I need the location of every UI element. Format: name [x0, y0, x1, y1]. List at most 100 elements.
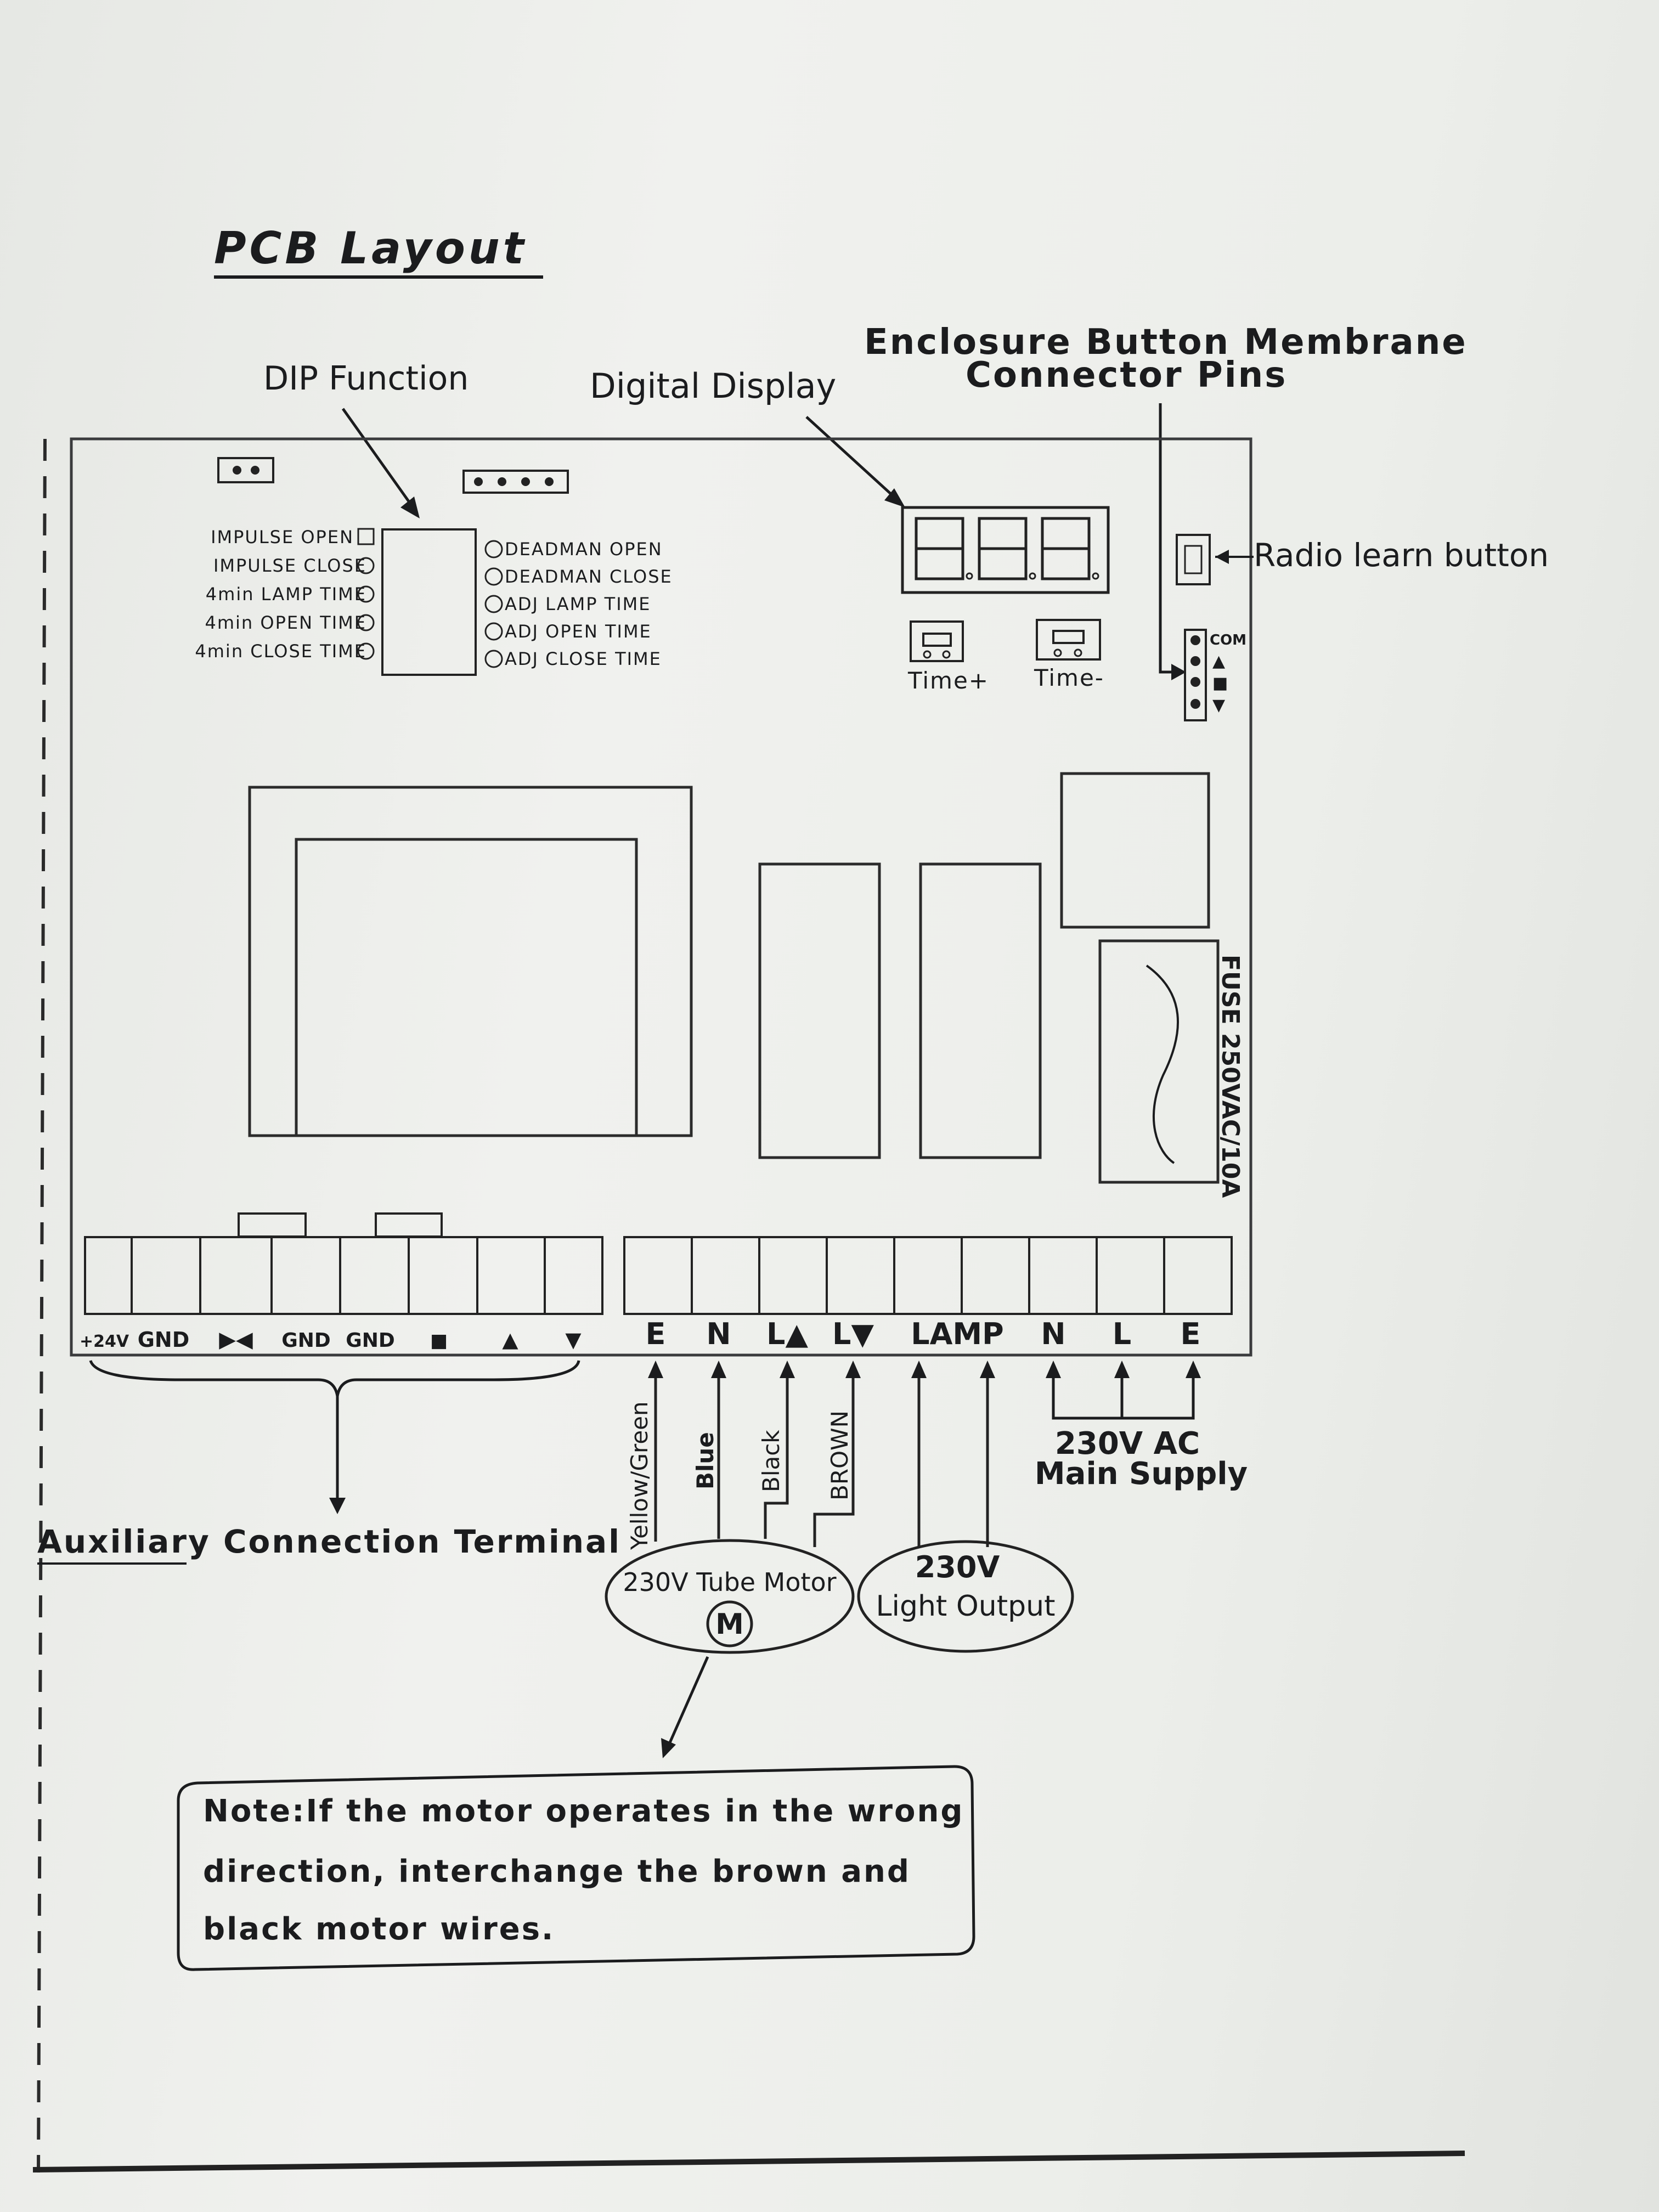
com-label: COM: [1210, 632, 1246, 648]
relay-2: [919, 862, 1042, 1159]
terminal-label: ■: [430, 1330, 448, 1352]
display-callout-arrow: [805, 416, 901, 503]
wire-arrow: [845, 1361, 861, 1378]
note-arrow: [665, 1656, 709, 1751]
transformer-core: [295, 838, 638, 1137]
auxiliary-terminal-block: [84, 1236, 603, 1315]
time-minus-label: Time-: [1034, 664, 1104, 691]
jumper-header-2pin: [217, 457, 274, 483]
terminal-label: L▲: [766, 1317, 808, 1351]
wire-label-black: Black: [758, 1430, 785, 1492]
motor-wires: [648, 1361, 1201, 1547]
light-output-ellipse: [857, 1540, 1074, 1653]
terminal-label: E: [1181, 1317, 1201, 1351]
time-plus-button: [910, 620, 964, 662]
terminal-slot: [199, 1236, 273, 1315]
mains-line2: Main Supply: [1035, 1456, 1248, 1492]
motor-ellipse: [605, 1539, 855, 1654]
dip-right-label: DEADMAN OPEN: [505, 539, 663, 560]
motor-symbol-circle: [706, 1600, 753, 1647]
membrane-connector: [1184, 629, 1207, 721]
time-plus-label: Time+: [907, 667, 989, 694]
fuse-element: [1146, 964, 1180, 1164]
pin-symbol-stop: ■: [1212, 674, 1228, 693]
terminal-slot: [476, 1236, 546, 1315]
digital-display-label: Digital Display: [590, 366, 836, 406]
dip-circle-marker: [357, 557, 375, 574]
terminal-slot: [339, 1236, 410, 1315]
fuse-label: FUSE 250VAC/10A: [1216, 955, 1244, 1198]
terminal-slot: [758, 1236, 828, 1315]
motor-label: 230V Tube Motor: [623, 1567, 836, 1597]
seven-segment-digits: [915, 517, 1099, 580]
wire-arrow: [1046, 1361, 1061, 1378]
wire-arrow: [648, 1361, 663, 1378]
pin: [251, 466, 259, 475]
terminal-slot: [408, 1236, 478, 1315]
terminal-label: E: [646, 1317, 666, 1351]
pin: [233, 466, 241, 475]
terminal-label: GND: [281, 1329, 331, 1352]
pin-symbol-up: ▲: [1212, 652, 1225, 671]
wire-arrow: [780, 1361, 795, 1378]
arrow-head: [400, 496, 420, 518]
dip-circle-marker: [357, 585, 375, 603]
dip-left-label: 4min CLOSE TIME: [195, 641, 366, 662]
radio-learn-button: [1176, 534, 1211, 585]
power-terminal-block: [623, 1236, 1233, 1315]
terminal-slot: [893, 1236, 963, 1315]
dip-left-label: 4min OPEN TIME: [205, 612, 367, 633]
terminal-label: GND: [138, 1328, 190, 1352]
mains-brace: [1052, 1377, 1195, 1420]
dip-left-label: 4min LAMP TIME: [206, 584, 366, 605]
dip-switch-block: [381, 528, 477, 676]
page-title: PCB Layout: [214, 223, 527, 274]
terminal-slot: [131, 1236, 201, 1315]
jumper-link-1: [238, 1212, 307, 1238]
dip-callout-arrow: [341, 408, 419, 514]
wire-label-yellow-green: Yellow/Green: [626, 1401, 653, 1550]
light-output-line2: Light Output: [876, 1590, 1056, 1623]
terminal-label: ▶◀: [219, 1327, 253, 1352]
fuse-holder: [1098, 939, 1220, 1184]
terminal-slot: [84, 1236, 133, 1315]
wire-arrow: [1186, 1361, 1201, 1378]
pin: [521, 477, 530, 486]
dip-right-label: ADJ OPEN TIME: [505, 621, 652, 642]
note-line1: Note:If the motor operates in the wrong: [203, 1793, 964, 1829]
dip-right-label: ADJ CLOSE TIME: [505, 648, 662, 669]
enclosure-label-line1: Enclosure Button Membrane: [864, 322, 1468, 363]
mains-line1: 230V AC: [1055, 1426, 1200, 1462]
pin: [474, 477, 483, 486]
terminal-label: ▲: [502, 1328, 518, 1352]
dip-circle-marker: [484, 650, 503, 668]
terminal-label: L▼: [832, 1317, 874, 1351]
dip-right-label: DEADMAN CLOSE: [505, 566, 673, 587]
wire-arrow: [911, 1361, 927, 1378]
terminal-label: +24V: [80, 1332, 129, 1351]
terminal-label: ▼: [565, 1328, 582, 1352]
relay-1: [758, 862, 881, 1159]
terminal-slot: [1163, 1236, 1233, 1315]
note-line2: direction, interchange the brown and: [203, 1854, 911, 1889]
note-box: [177, 1765, 975, 1971]
dip-circle-marker: [357, 614, 375, 631]
dip-circle-marker: [357, 642, 375, 660]
terminal-slot: [691, 1236, 760, 1315]
pin: [498, 477, 506, 486]
terminal-slot: [270, 1236, 341, 1315]
jumper-header-4pin: [462, 470, 569, 494]
dashed-cut-line: [37, 438, 47, 2173]
terminal-slot: [1096, 1236, 1165, 1315]
dip-function-label: DIP Function: [263, 359, 469, 398]
dip-left-label: IMPULSE CLOSE: [213, 555, 366, 576]
terminal-slot: [1028, 1236, 1098, 1315]
terminal-label: N: [1041, 1317, 1065, 1351]
pin-symbol-down: ▼: [1212, 696, 1225, 715]
radio-learn-label: Radio learn button: [1254, 537, 1549, 574]
terminal-label: GND: [346, 1329, 395, 1352]
terminal-label: N: [706, 1317, 731, 1351]
wire-arrow: [1114, 1361, 1130, 1378]
pin: [545, 477, 554, 486]
